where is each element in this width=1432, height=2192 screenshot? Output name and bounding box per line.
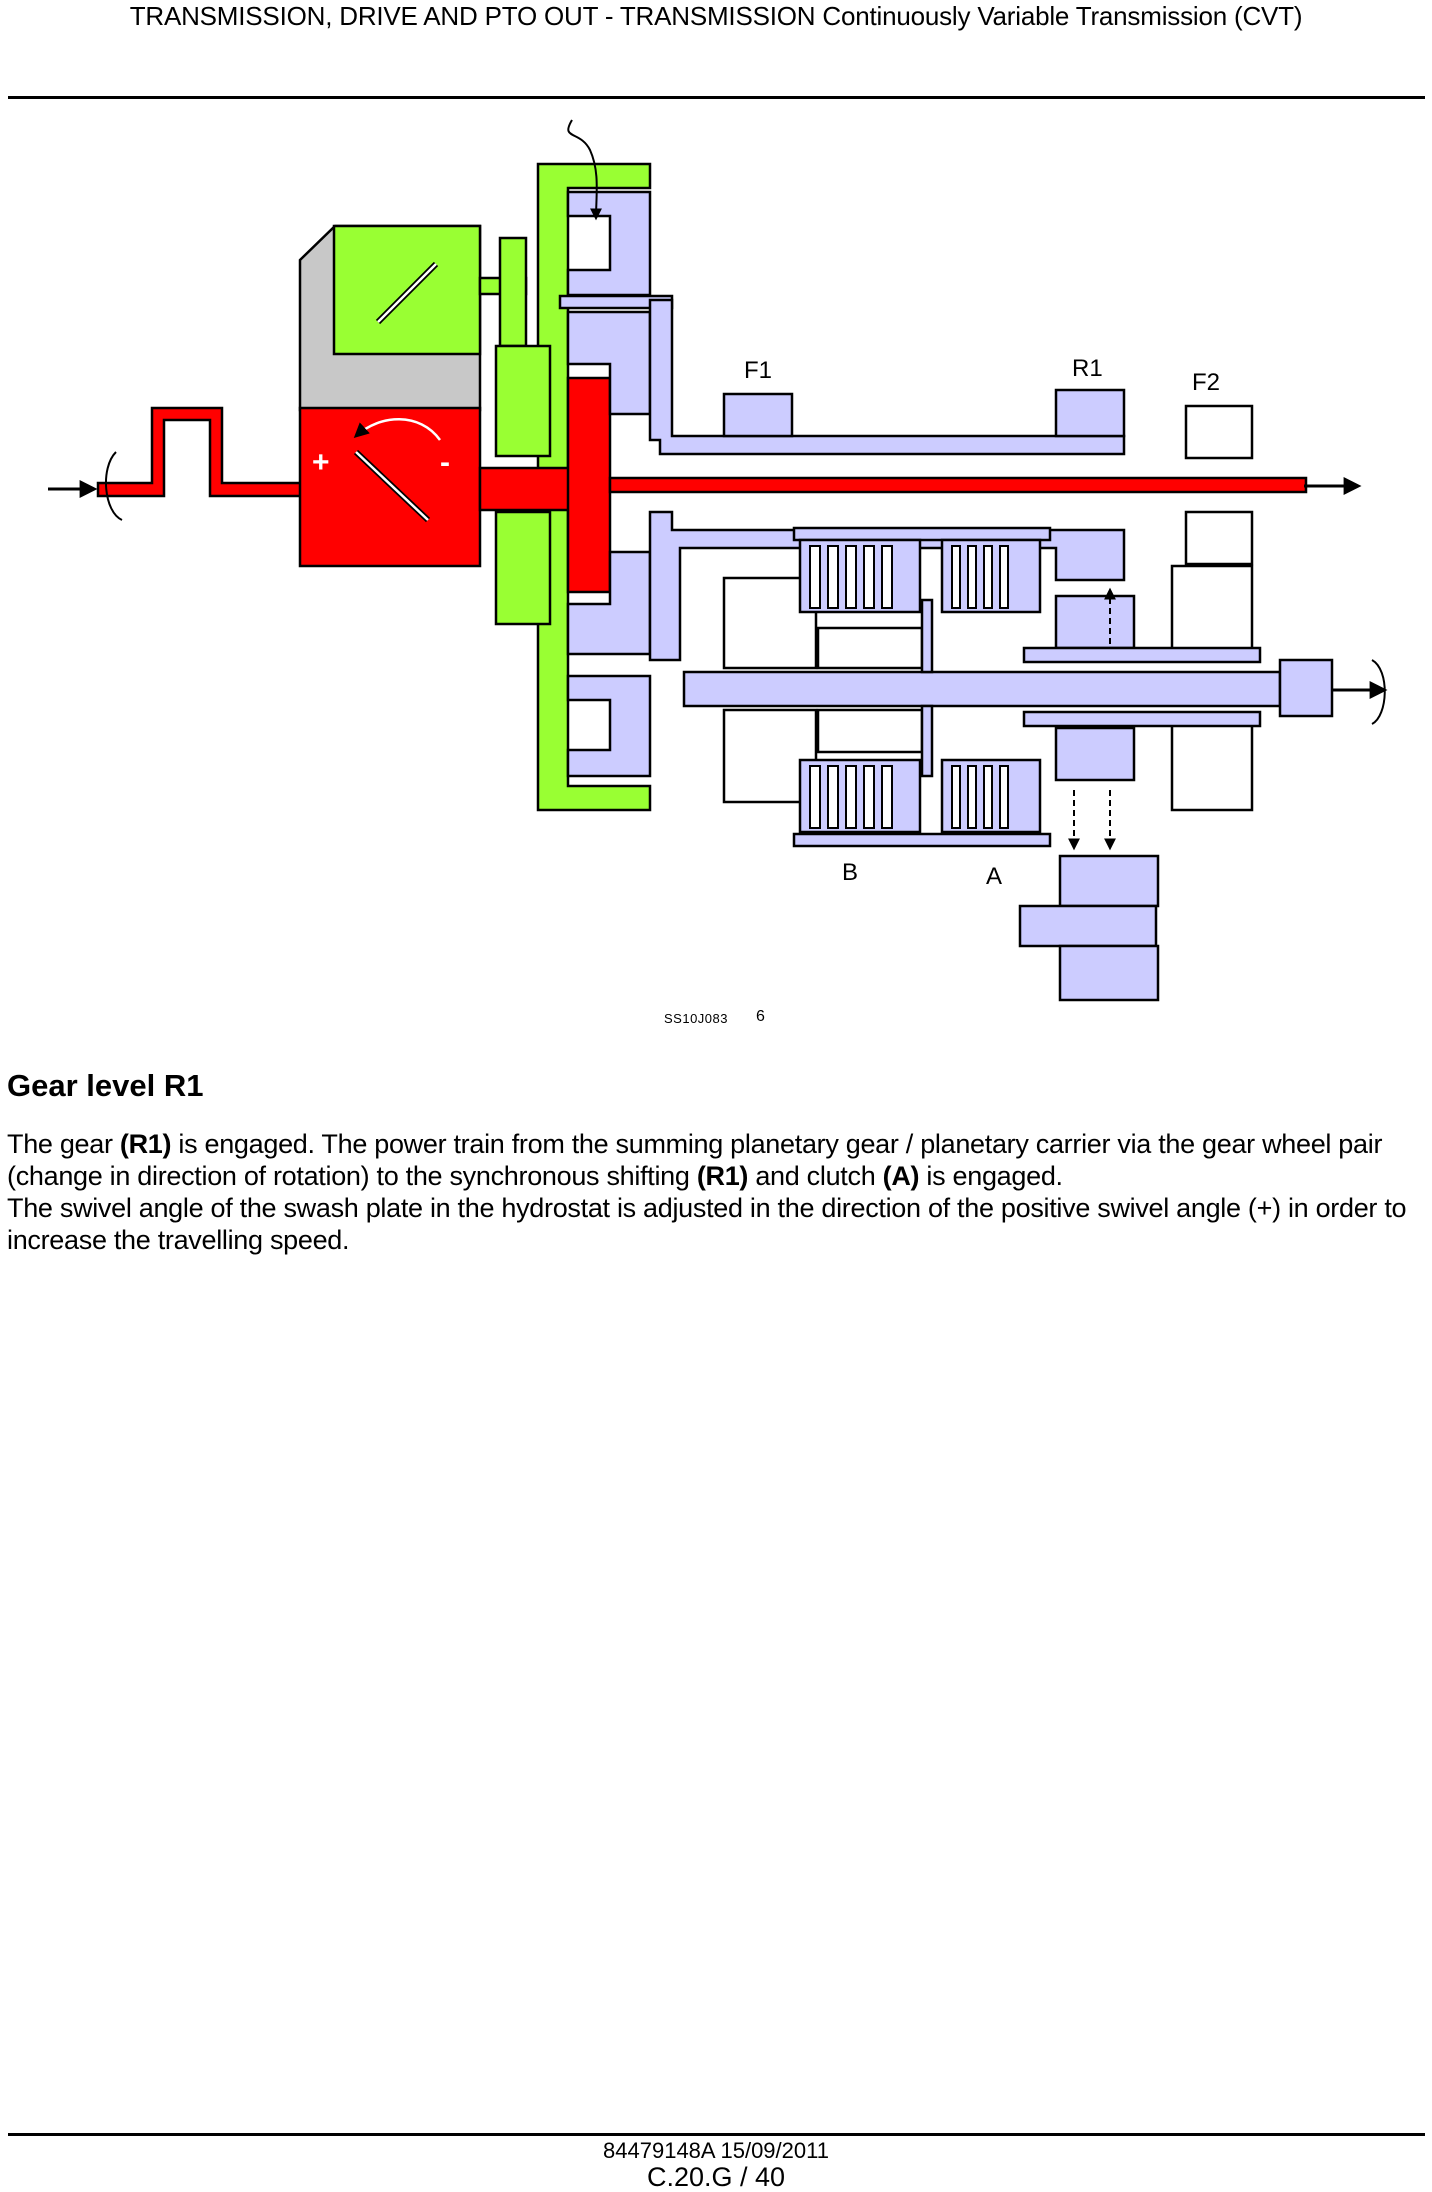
label-r1: R1 (1072, 355, 1103, 382)
ring-gear-carrier (536, 162, 652, 812)
cvt-schematic-diagram: F1 R1 F2 B A + - (48, 119, 1388, 1002)
clutch-drum-lower (722, 708, 818, 804)
clutch-housing-lower (792, 832, 1052, 848)
output-flange (1278, 658, 1334, 718)
footer-page-number: C.20.G / 40 (646, 2162, 786, 2192)
page-header-title: TRANSMISSION, DRIVE AND PTO OUT - TRANSM… (129, 1, 1303, 31)
countershaft-hub (1058, 854, 1160, 908)
sync-shaft-lower (1022, 710, 1262, 728)
motor-link-post (498, 236, 528, 348)
divider-lower (920, 704, 934, 778)
pump-swash-plate-inner (355, 451, 429, 521)
section-heading: Gear level R1 (7, 1068, 204, 1103)
r1-sync-hub-upper (1054, 594, 1136, 650)
countershaft-gear (1018, 904, 1158, 948)
planetary-carrier (566, 376, 612, 594)
right-gear-outline-lower (1170, 722, 1254, 812)
sun-gear-upper (494, 344, 552, 458)
hub-outline-lower (816, 708, 924, 754)
input-rotation-mark (105, 451, 123, 521)
motor-swash-plate-inner (377, 263, 437, 323)
swivel-angle-arrow (353, 418, 442, 441)
paragraph-2: The swivel angle of the swash plate in t… (7, 1193, 1407, 1255)
upper-hollow-shaft (648, 298, 1126, 456)
hub-outline-upper (816, 626, 924, 670)
f2-gear-lower (1184, 510, 1254, 566)
r1-gear (1054, 388, 1126, 438)
paragraph-1: The gear (R1) is engaged. The power trai… (7, 1129, 1383, 1191)
label-f2: F2 (1192, 369, 1220, 396)
pump-output-stub (478, 466, 572, 512)
f1-gear (722, 392, 794, 438)
footer-document-id: 84479148A 15/09/2011 (603, 2138, 829, 2163)
countershaft-tail (1058, 944, 1160, 1002)
label-minus: - (440, 446, 450, 479)
output-shaft (608, 476, 1308, 494)
divider-upper (920, 598, 934, 674)
figure-number: 6 (756, 1008, 765, 1025)
main-output-shaft (682, 670, 1282, 708)
label-f1: F1 (744, 357, 772, 384)
input-shaft-path (96, 406, 304, 498)
label-b: B (842, 859, 858, 886)
sync-shaft-upper (1022, 646, 1262, 664)
output-rotation-mark (1371, 659, 1386, 725)
label-a: A (986, 863, 1002, 890)
planet-gear-top (566, 190, 652, 297)
r1-sync-hub-lower (1054, 726, 1136, 782)
section-body: The gear (R1) is engaged. The power trai… (7, 1128, 1427, 1256)
planet-gear-bottom (566, 674, 652, 778)
clutch-b-housing-upper (792, 526, 1052, 542)
header-rule (8, 96, 1425, 99)
sun-gear-lower (494, 510, 552, 626)
footer-rule (8, 2133, 1425, 2136)
right-gear-outline-upper (1170, 564, 1254, 652)
figure-reference: SS10J083 (664, 1011, 728, 1026)
label-plus: + (312, 446, 330, 479)
top-rotation-arrow (567, 119, 603, 221)
f2-gear (1184, 404, 1254, 460)
